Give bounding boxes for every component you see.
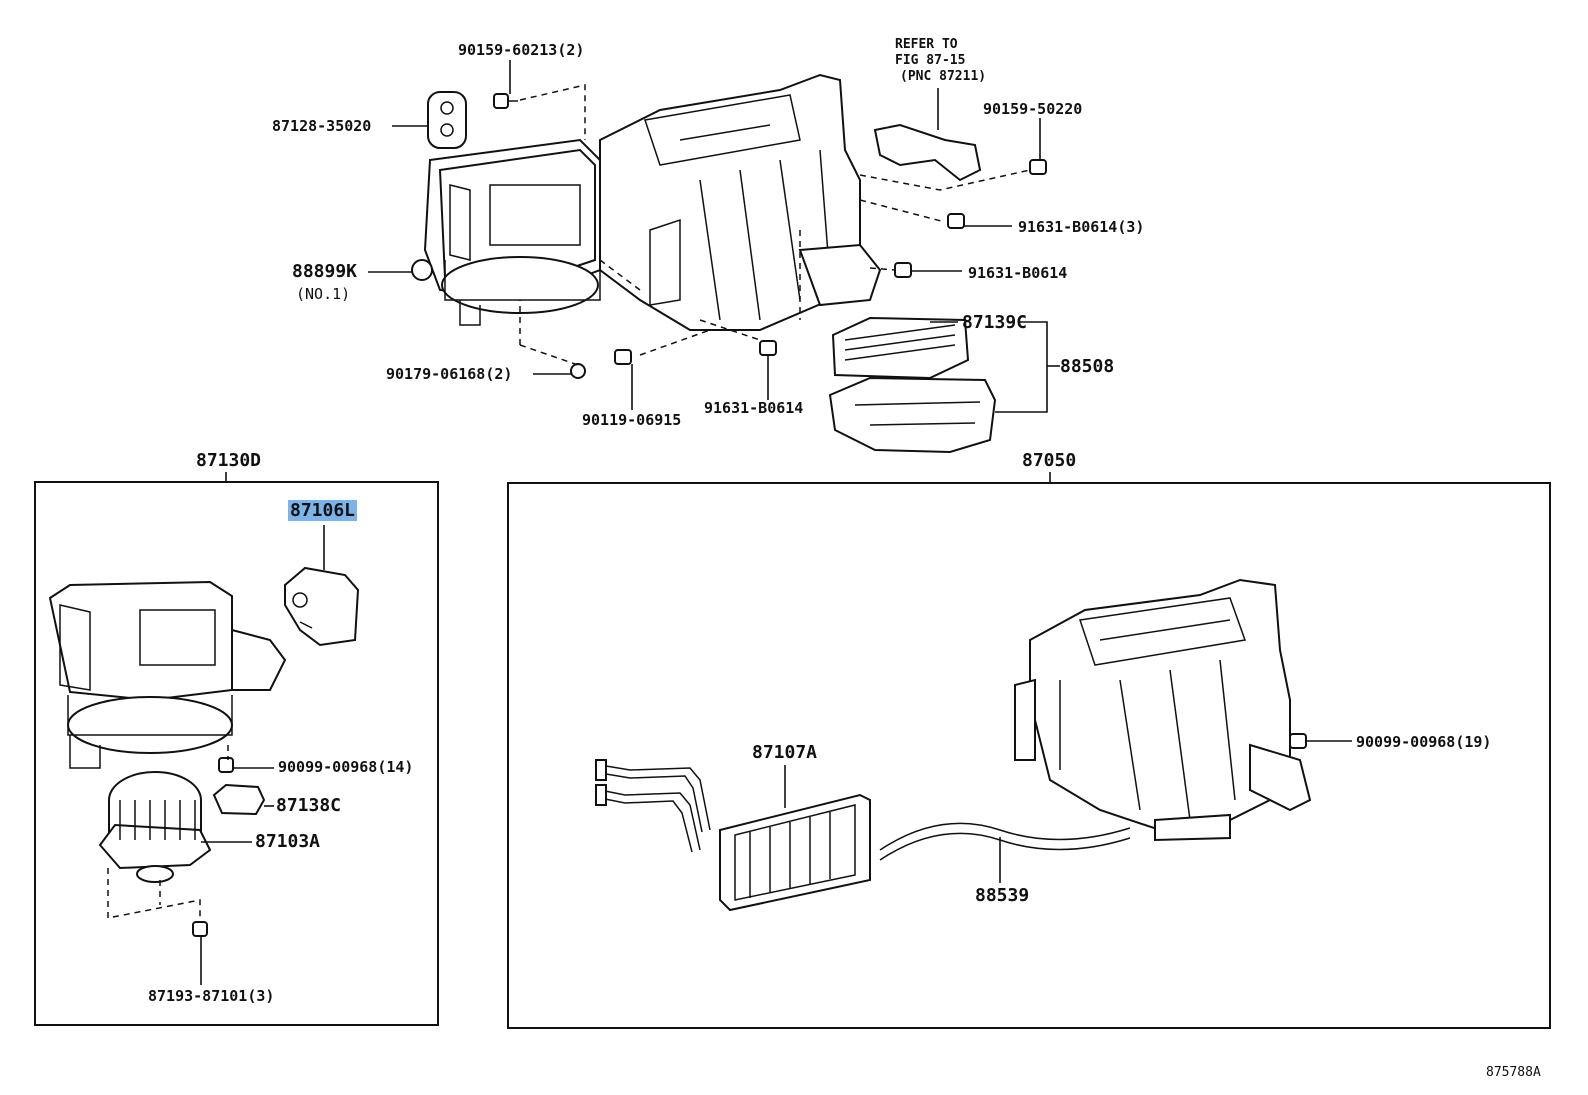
part-label-91631-b0614-bottom[interactable]: 91631-B0614 [704, 399, 804, 417]
part-label-87128-35020[interactable]: 87128-35020 [272, 117, 372, 135]
part-label-90159-50220[interactable]: 90159-50220 [983, 100, 1083, 118]
highlighted-part-87106l: 87106L [288, 500, 358, 521]
part-label-90179-06168[interactable]: 90179-06168(2) [386, 365, 513, 383]
part-label-87193-87101[interactable]: 87193-87101(3) [148, 987, 275, 1005]
refer-note-line-2: FIG 87-15 [895, 53, 966, 68]
figure-id: 875788A [1486, 1065, 1541, 1080]
heater-unit-assembly-drawing [368, 60, 1060, 454]
heater-case-drawing [507, 472, 1551, 1029]
part-label-90159-60213[interactable]: 90159-60213(2) [458, 41, 585, 59]
group-label-87130d[interactable]: 87130D [196, 450, 262, 471]
part-label-90099-00968-14[interactable]: 90099-00968(14) [278, 758, 414, 776]
part-label-91631-b0614-3[interactable]: 91631-B0614(3) [1018, 218, 1145, 236]
part-label-91631-b0614-right[interactable]: 91631-B0614 [968, 264, 1068, 282]
part-label-90119-06915[interactable]: 90119-06915 [582, 411, 682, 429]
refer-note-line-3: (PNC 87211) [900, 69, 987, 84]
part-label-88508[interactable]: 88508 [1060, 356, 1115, 377]
part-label-87106l[interactable]: 87106L [288, 500, 358, 521]
part-label-88899k[interactable]: 88899K [292, 261, 358, 282]
part-label-88539[interactable]: 88539 [975, 885, 1030, 906]
blower-assembly-drawing [34, 472, 439, 1026]
part-label-87139c[interactable]: 87139C [962, 312, 1028, 333]
part-label-87138c[interactable]: 87138C [276, 795, 342, 816]
part-label-87107a[interactable]: 87107A [752, 742, 818, 763]
part-note-88899k: (NO.1) [296, 285, 351, 303]
part-label-87103a[interactable]: 87103A [255, 831, 321, 852]
group-label-87050[interactable]: 87050 [1022, 450, 1077, 471]
refer-note-line-1: REFER TO [895, 37, 958, 52]
part-label-90099-00968-19[interactable]: 90099-00968(19) [1356, 733, 1492, 751]
